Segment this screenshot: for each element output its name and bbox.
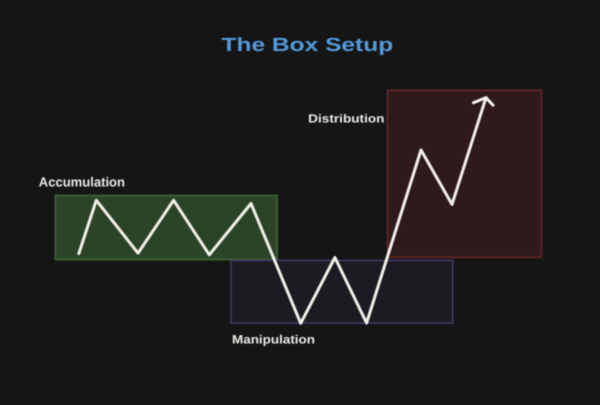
svg-text:The Box Setup: The Box Setup — [222, 35, 394, 56]
svg-text:Manipulation: Manipulation — [232, 332, 315, 346]
svg-text:Distribution: Distribution — [308, 112, 384, 126]
svg-text:Accumulation: Accumulation — [39, 174, 125, 189]
